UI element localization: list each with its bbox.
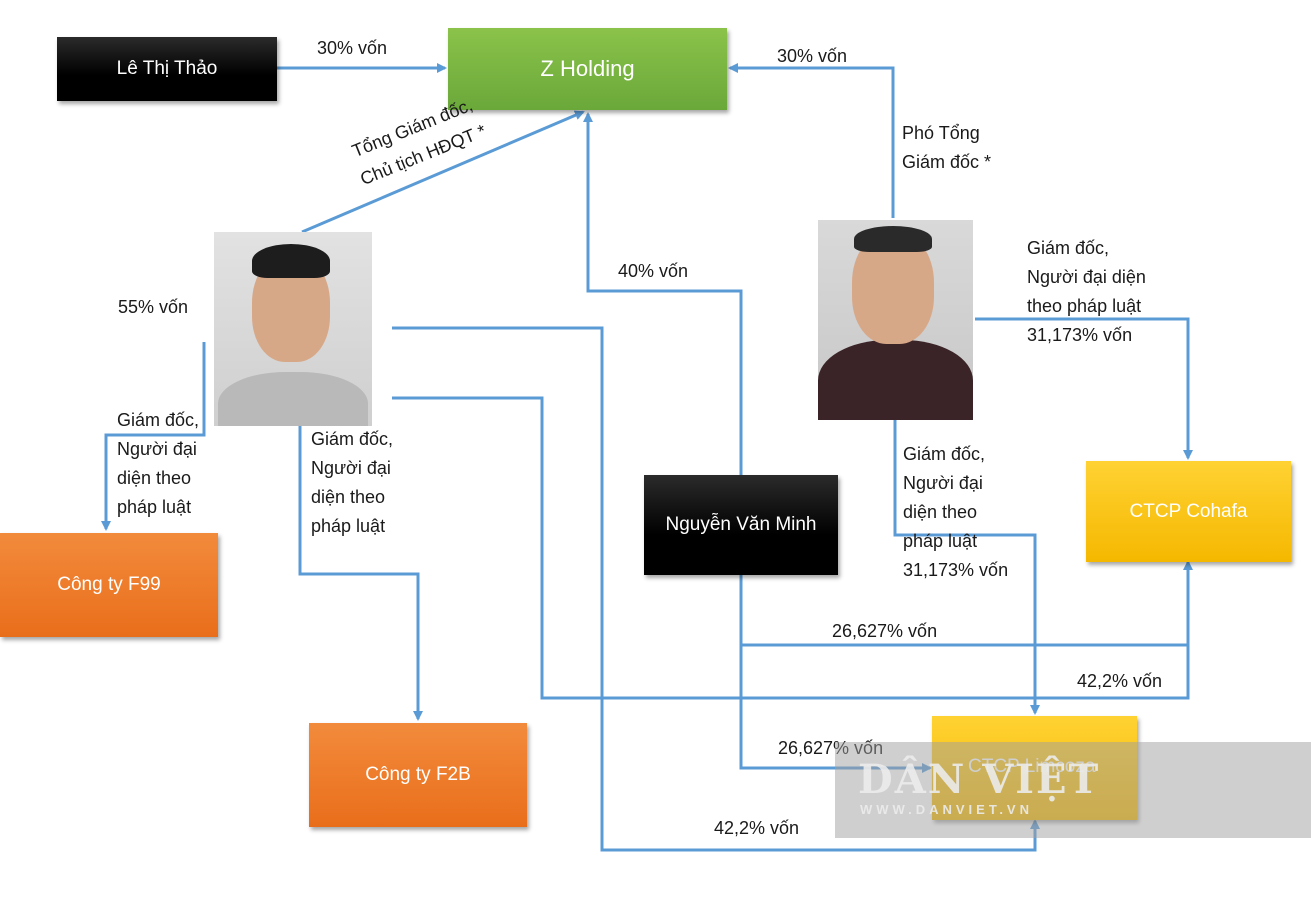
label-minh-share-z: 40% vốn xyxy=(618,261,689,281)
edge-ceo-zholding xyxy=(301,110,585,234)
label-ceo-limcoza-share: 42,2% vốn xyxy=(714,818,800,838)
edge-vice-zholding xyxy=(728,63,895,218)
edge-vice-cohafa xyxy=(975,317,1193,460)
edge-ceo-cohafa xyxy=(392,396,1193,700)
edge-ceo-limcoza xyxy=(392,326,1040,852)
edge-minh-zholding xyxy=(583,112,743,475)
edge-vice-limcoza xyxy=(893,420,1040,715)
node-cong-ty-f99: Công ty F99 xyxy=(0,533,218,637)
photo-vice-director xyxy=(818,220,973,420)
watermark-url: WWW.DANVIET.VN xyxy=(860,802,1033,817)
node-z-holding: Z Holding xyxy=(448,28,727,110)
node-cong-ty-f2b: Công ty F2B xyxy=(309,723,527,827)
label-vice-limcoza-role: Giám đốc, Người đại diện theo pháp luật … xyxy=(903,444,1009,580)
label-ceo-cohafa-share: 42,2% vốn xyxy=(1077,671,1163,691)
label-vice-cohafa-role: Giám đốc, Người đại diện theo pháp luật … xyxy=(1027,238,1146,345)
node-le-thi-thao: Lê Thị Thảo xyxy=(57,37,277,101)
watermark-band xyxy=(835,742,1311,838)
label-vice-role: Phó Tổng Giám đốc * xyxy=(902,123,992,172)
edge-minh-cohafa xyxy=(739,562,1190,647)
label-vice-share-z: 30% vốn xyxy=(777,46,848,66)
node-nguyen-van-minh: Nguyễn Văn Minh xyxy=(644,475,838,575)
label-f99-role: Giám đốc, Người đại diện theo pháp luật xyxy=(117,410,200,517)
label-minh-cohafa-share: 26,627% vốn xyxy=(832,621,938,641)
label-left-share: 55% vốn xyxy=(118,297,189,317)
watermark-logo: DÂN VIỆT xyxy=(858,756,1101,803)
photo-ceo xyxy=(214,232,372,426)
label-thao-share: 30% vốn xyxy=(317,38,388,58)
node-ctcp-cohafa: CTCP Cohafa xyxy=(1086,461,1291,562)
edge-ceo-f2b xyxy=(298,425,423,721)
label-f2b-role: Giám đốc, Người đại diện theo pháp luật xyxy=(311,429,394,536)
edge-ceo-f99 xyxy=(101,342,206,531)
